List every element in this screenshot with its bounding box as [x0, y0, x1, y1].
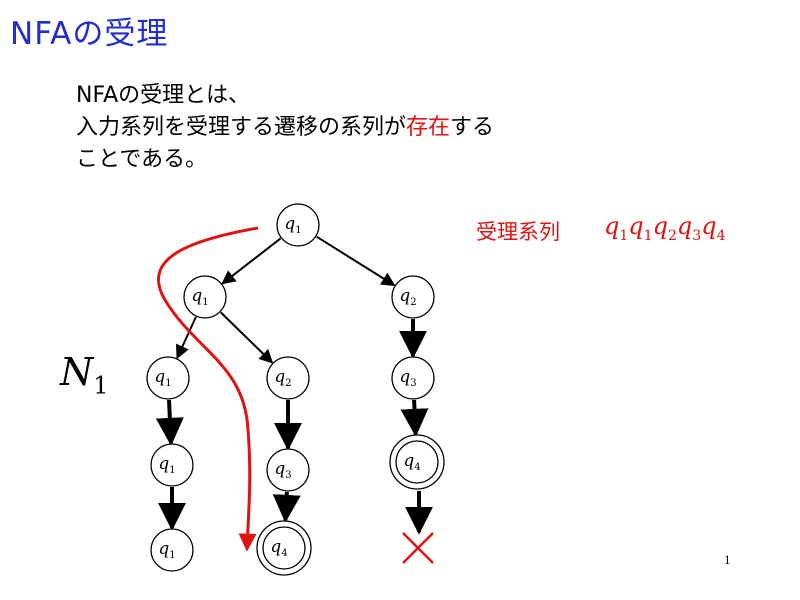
state-circle [276, 203, 320, 247]
body-line-1: NFAの受理とは、 [76, 83, 251, 108]
sequence-state: q4 [701, 212, 725, 244]
accepting-state-node: q4 [256, 520, 312, 576]
state-node: q1 [150, 528, 194, 572]
state-index: 1 [295, 225, 301, 236]
sequence-state-index: 3 [692, 227, 702, 244]
state-node: q1 [276, 203, 320, 247]
state-circle [146, 356, 190, 400]
state-circle [266, 448, 310, 492]
state-node: q1 [146, 356, 190, 400]
state-index: 1 [169, 465, 175, 476]
state-circle [266, 356, 310, 400]
sequence-state-index: 1 [643, 227, 653, 244]
sequence-state-letter: q [652, 212, 668, 240]
sequence-state-letter: q [701, 212, 717, 240]
highlight-exists: 存在 [406, 115, 451, 140]
dead-end-cross-icon [402, 491, 434, 564]
state-circle [262, 526, 306, 570]
transition-arrow [176, 316, 197, 360]
sequence-state: q1 [628, 212, 652, 244]
sequence-state-index: 2 [667, 227, 677, 244]
nfa-name: N1 [60, 350, 109, 400]
sequence-state-letter: q [604, 212, 620, 240]
state-node: q3 [266, 448, 310, 492]
transition-arrow [400, 399, 429, 437]
body-line-3: ことである。 [76, 147, 208, 172]
accepting-path-arrow [157, 226, 259, 552]
state-index: 3 [410, 378, 416, 389]
state-circle [391, 356, 435, 400]
state-circle [150, 528, 194, 572]
nfa-name-index: 1 [93, 371, 109, 400]
state-index: 2 [410, 297, 416, 308]
cross-stroke [402, 532, 434, 564]
sequence-state-letter: q [676, 212, 693, 240]
transition-arrow [316, 235, 396, 287]
sequence-state: q2 [652, 212, 677, 244]
body-line-2-end: する [450, 115, 495, 140]
transition-arrow [155, 399, 184, 446]
transition-arrow [220, 311, 274, 364]
body-text: NFAの受理とは、 入力系列を受理する遷移の系列が存在する ことである。 [76, 80, 494, 176]
state-index: 1 [169, 550, 175, 561]
state-index: 4 [414, 462, 420, 473]
sequence-state-letter: q [628, 212, 644, 240]
accepting-sequence-label: 受理系列 [476, 220, 560, 244]
state-node: q2 [391, 275, 435, 319]
state-node: q1 [150, 443, 194, 487]
sequence-state-index: 1 [619, 227, 629, 244]
state-node: q2 [266, 356, 310, 400]
state-index: 1 [202, 297, 208, 308]
state-circle [150, 443, 194, 487]
body-line-2: 入力系列を受理する遷移の系列が存在する [76, 112, 494, 144]
tree-nodes: q1 q1 q2 q1 q2 q3 q1 q3 q4 q1 q4 [146, 203, 445, 576]
tree-edges [155, 235, 429, 531]
state-index: 4 [281, 548, 287, 559]
state-node: q3 [391, 356, 435, 400]
sequence-state: q3 [676, 212, 701, 244]
transition-arrow [221, 237, 282, 285]
state-circle [391, 275, 435, 319]
state-index: 1 [165, 378, 171, 389]
transition-arrow [272, 491, 301, 523]
sequence-state-index: 4 [716, 227, 726, 244]
accepting-sequence-states: q1q1q2q3q4 [604, 212, 725, 244]
accepting-state-node: q4 [389, 434, 445, 490]
state-circle [183, 275, 227, 319]
sequence-state: q1 [604, 212, 628, 244]
nfa-name-letter: N [60, 350, 94, 394]
page-number: 1 [724, 552, 731, 567]
state-circle [395, 440, 439, 484]
state-node: q1 [183, 275, 227, 319]
body-line-2-start: 入力系列を受理する遷移の系列が [76, 115, 407, 140]
state-index: 3 [285, 470, 291, 481]
state-index: 2 [285, 378, 291, 389]
slide-title: NFAの受理 [10, 16, 169, 52]
